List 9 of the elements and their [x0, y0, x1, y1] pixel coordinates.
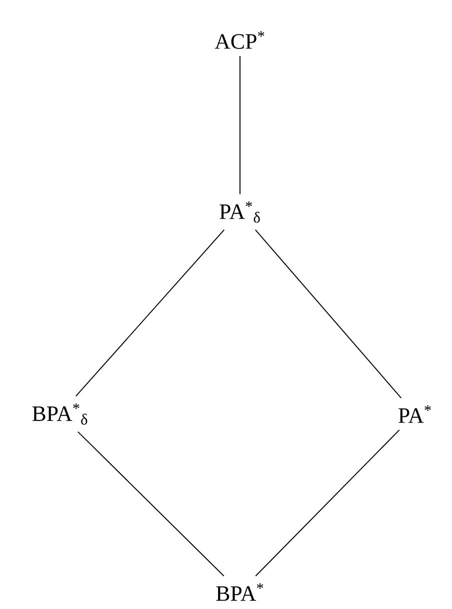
connector-line	[75, 229, 225, 397]
connector-line	[255, 429, 400, 577]
node-label: ACP$^{*}$	[214, 31, 264, 49]
node-label: PA$^{*}$	[398, 405, 431, 423]
node-label: BPA$^{*}$δ	[32, 403, 88, 425]
node-label: BPA$^{*}$	[216, 583, 264, 601]
connector-line	[77, 431, 224, 577]
node-label: PA$^{*}$δ	[220, 201, 260, 223]
connector-line	[254, 229, 402, 399]
